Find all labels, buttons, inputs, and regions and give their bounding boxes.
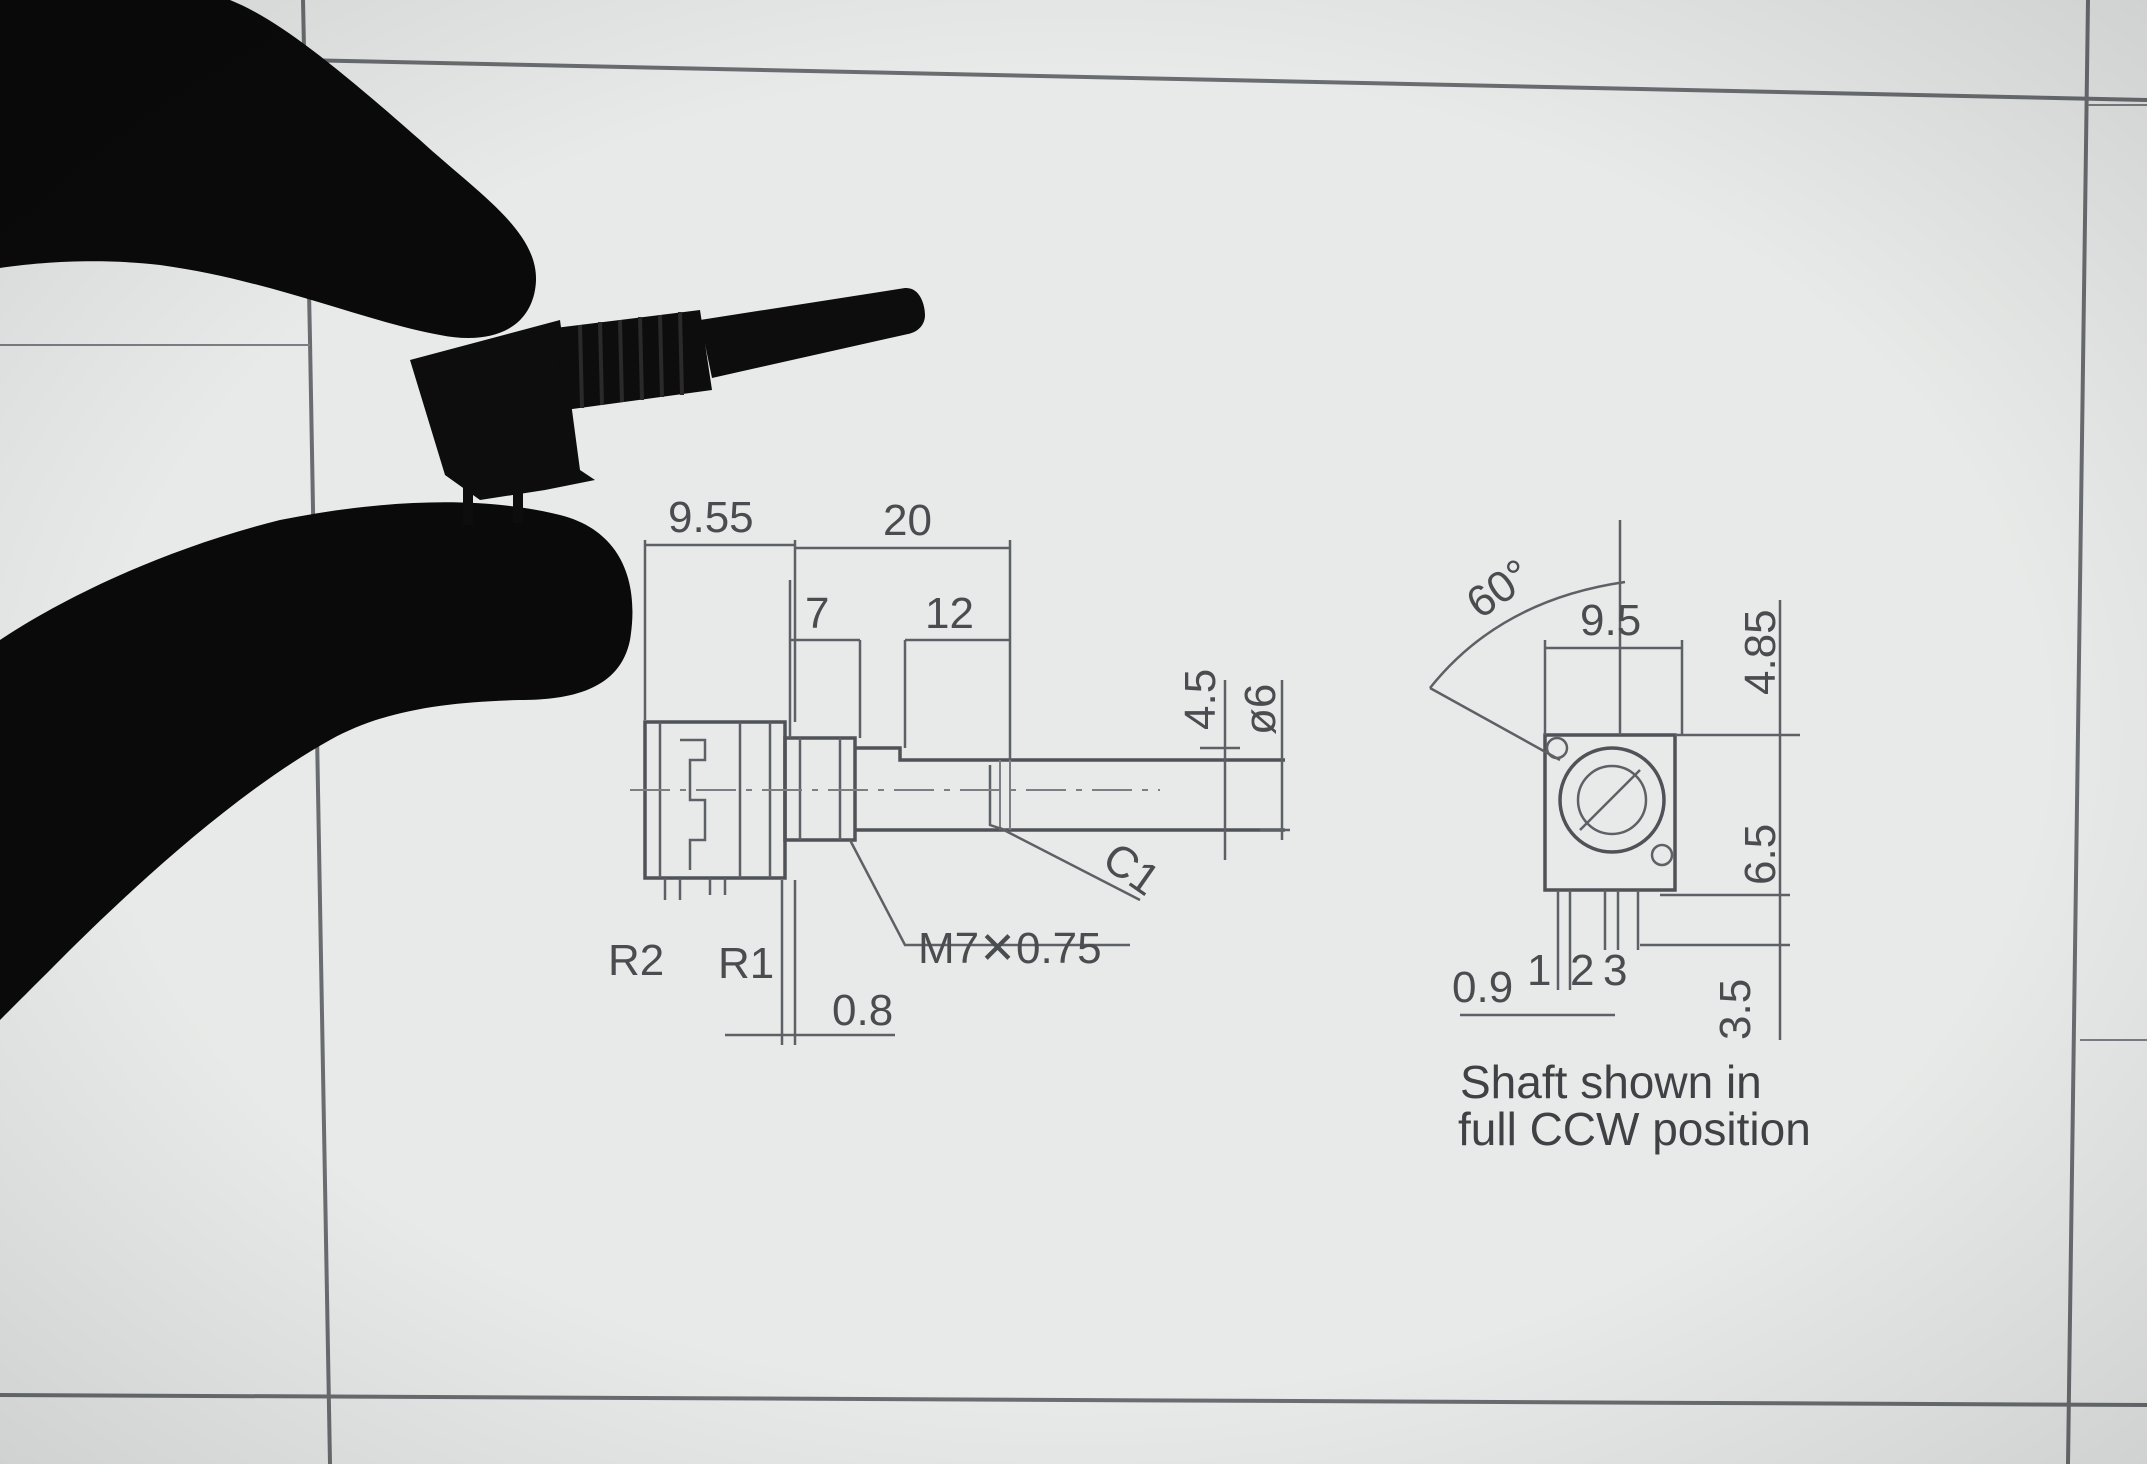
dim-6-5: 6.5: [1736, 824, 1785, 885]
dim-0-9: 0.9: [1452, 963, 1513, 1012]
dim-20: 20: [883, 496, 932, 545]
dim-shaft-diameter: ø6: [1236, 684, 1285, 735]
dim-7: 7: [805, 589, 829, 638]
dim-12: 12: [925, 589, 974, 638]
dim-9-55: 9.55: [668, 493, 754, 542]
thread-spec-label: M7✕0.75: [918, 924, 1102, 973]
dim-9-5: 9.5: [1580, 596, 1641, 645]
pin-r1-label: R1: [718, 939, 774, 988]
dim-4-5: 4.5: [1176, 669, 1225, 730]
dim-3-5: 3.5: [1711, 979, 1760, 1040]
pin-label-1: 1: [1527, 946, 1551, 995]
side-view-labels: 9.55 20 7 12 4.5 ø6 C1 M7✕0.75 R2 R1 0.8: [608, 493, 1285, 1035]
pin-r2-label: R2: [608, 936, 664, 985]
front-view-labels: 60° 9.5 4.85 6.5 3.5 0.9 1 2 3 Shaft sho…: [1452, 550, 1811, 1155]
dim-4-85: 4.85: [1736, 609, 1785, 695]
dim-0-8: 0.8: [832, 986, 893, 1035]
note-line-2: full CCW position: [1458, 1103, 1811, 1155]
pin-label-3: 3: [1603, 946, 1627, 995]
note-line-1: Shaft shown in: [1460, 1056, 1762, 1108]
pin-label-2: 2: [1570, 946, 1594, 995]
